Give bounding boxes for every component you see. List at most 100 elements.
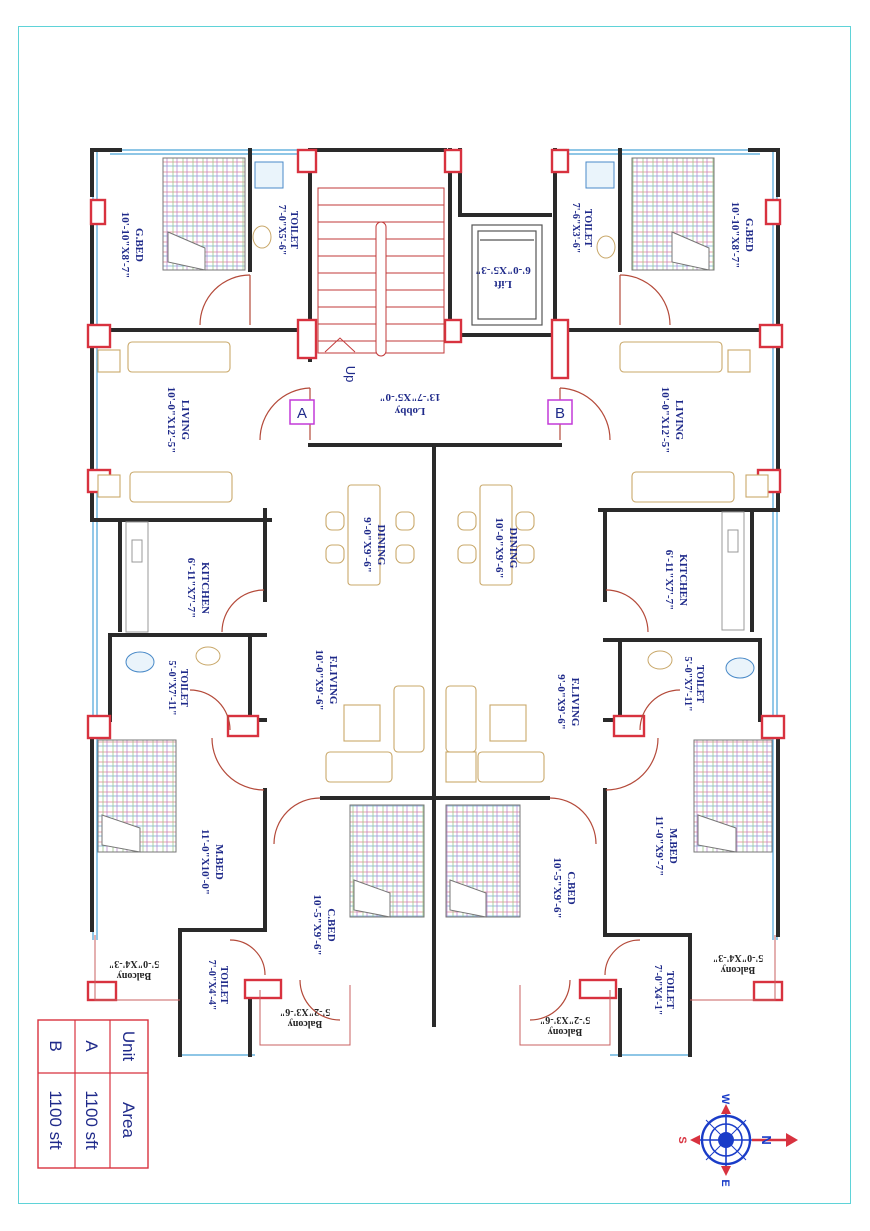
legend-row-a-unit: A — [82, 1040, 101, 1052]
svg-text:5'-2"X3'-6": 5'-2"X3'-6" — [280, 1006, 331, 1017]
svg-text:10'-0"X9'-6": 10'-0"X9'-6" — [313, 649, 325, 710]
label-toilet-mid-left: TOILET 5'-0"X7'-11" — [166, 661, 189, 716]
svg-text:DINING: DINING — [507, 528, 519, 569]
room-labels: G.BED 10'-10"X8'-7" TOILET 7'-0"X5'-6" L… — [109, 202, 764, 1037]
label-m-bed-right: M.BED 11'-0"X9'-7" — [653, 816, 679, 877]
svg-text:Balcony: Balcony — [721, 964, 755, 975]
label-living-right: LIVING 10'-0"X12'-5" — [659, 387, 685, 454]
svg-text:5'-2"X3'-6": 5'-2"X3'-6" — [540, 1014, 591, 1025]
staircase — [317, 187, 445, 357]
svg-text:6'-11"X7'-7": 6'-11"X7'-7" — [663, 550, 675, 611]
label-balcony-small-right: Balcony 5'-2"X3'-6" — [540, 1014, 591, 1037]
svg-text:TOILET: TOILET — [582, 209, 593, 247]
svg-text:9'-0"X9'-6": 9'-0"X9'-6" — [555, 674, 567, 730]
svg-text:11'-0"X10'-0": 11'-0"X10'-0" — [199, 829, 211, 895]
svg-text:A: A — [297, 405, 307, 422]
label-c-bed-right: C.BED 10'-5"X9'-6" — [551, 857, 577, 918]
svg-text:7'-0"X4'-4": 7'-0"X4'-4" — [206, 960, 217, 1011]
svg-text:10'-5"X9'-6": 10'-5"X9'-6" — [311, 894, 323, 955]
svg-text:6'-11"X7'-7": 6'-11"X7'-7" — [185, 558, 197, 619]
compass-n: N — [759, 1135, 774, 1144]
area-legend-table: Unit Area A 1100 sft B 1100 sft — [37, 1019, 149, 1169]
svg-text:Balcony: Balcony — [117, 970, 151, 981]
svg-text:DINING: DINING — [375, 525, 387, 566]
svg-text:Lobby: Lobby — [394, 405, 425, 417]
svg-text:B: B — [555, 405, 565, 422]
svg-text:TOILET: TOILET — [218, 966, 229, 1004]
label-toilet-bottom-right: TOILET 7'-0"X4'-1" — [652, 965, 675, 1016]
label-g-bed-right: G.BED 10'-10"X8'-7" — [729, 202, 755, 269]
unit-marker-a: A — [289, 399, 315, 425]
svg-text:7'-0"X4'-1": 7'-0"X4'-1" — [652, 965, 663, 1016]
svg-text:10'-0"X12'-5": 10'-0"X12'-5" — [659, 387, 671, 454]
balcony-rails — [94, 935, 776, 1046]
label-kitchen-right: KITCHEN 6'-11"X7'-7" — [663, 550, 689, 611]
walls — [90, 148, 780, 1057]
svg-text:10'-0"X9'-6": 10'-0"X9'-6" — [493, 517, 505, 578]
svg-text:13'-7"X5'-0": 13'-7"X5'-0" — [379, 391, 440, 403]
svg-text:10'-10"X8'-7": 10'-10"X8'-7" — [119, 212, 131, 279]
svg-text:TOILET: TOILET — [288, 211, 299, 249]
svg-text:10'-5"X9'-6": 10'-5"X9'-6" — [551, 857, 563, 918]
compass-e: E — [719, 1179, 731, 1186]
legend-header-area: Area — [119, 1102, 138, 1138]
dining-tables — [325, 484, 535, 586]
svg-text:M.BED: M.BED — [667, 828, 679, 864]
svg-text:5'-0"X4'-3": 5'-0"X4'-3" — [109, 958, 160, 969]
unit-marker-b: B — [547, 399, 573, 425]
legend-row-b-unit: B — [46, 1040, 65, 1051]
label-lift: Lift 6'-0"X5'-3" — [475, 264, 531, 290]
svg-text:G.BED: G.BED — [743, 218, 755, 252]
svg-text:Lift: Lift — [494, 278, 512, 290]
svg-text:M.BED: M.BED — [213, 844, 225, 880]
beds — [97, 157, 773, 918]
label-c-bed-left: C.BED 10'-5"X9'-6" — [311, 894, 337, 955]
label-toilet-bottom-left: TOILET 7'-0"X4'-4" — [206, 960, 229, 1011]
drawing-border — [18, 26, 851, 1204]
svg-text:5'-0"X7'-11": 5'-0"X7'-11" — [166, 661, 177, 716]
svg-text:5'-0"X7'-11": 5'-0"X7'-11" — [682, 657, 693, 712]
svg-text:C.BED: C.BED — [565, 871, 577, 904]
label-lobby: Lobby 13'-7"X5'-0" — [379, 391, 440, 417]
compass-rose-icon: W E S N — [676, 1094, 798, 1187]
compass-w: W — [719, 1094, 731, 1105]
svg-text:C.BED: C.BED — [325, 908, 337, 941]
svg-text:F.LIVING: F.LIVING — [327, 656, 339, 705]
label-dining-right: DINING 10'-0"X9'-6" — [493, 517, 519, 578]
legend-row-b-area: 1100 sft — [46, 1090, 65, 1150]
svg-text:LIVING: LIVING — [179, 400, 191, 441]
toilet-fixtures — [125, 161, 755, 679]
svg-text:11'-0"X9'-7": 11'-0"X9'-7" — [653, 816, 665, 877]
svg-text:5'-0"X4'-3": 5'-0"X4'-3" — [713, 952, 764, 963]
svg-text:KITCHEN: KITCHEN — [199, 562, 211, 614]
label-living-left: LIVING 10'-0"X12'-5" — [165, 387, 191, 454]
svg-text:6'-0"X5'-3": 6'-0"X5'-3" — [475, 264, 531, 276]
sofas — [97, 341, 769, 783]
svg-text:10'-0"X12'-5": 10'-0"X12'-5" — [165, 387, 177, 454]
label-g-bed-left: G.BED 10'-10"X8'-7" — [119, 212, 145, 279]
svg-text:Up: Up — [343, 366, 358, 383]
label-balcony-right: Balcony 5'-0"X4'-3" — [713, 952, 764, 975]
kitchen-counters — [125, 511, 745, 633]
legend-row-a-area: 1100 sft — [82, 1090, 101, 1150]
legend-header-unit: Unit — [119, 1031, 138, 1062]
lift-car — [471, 224, 543, 326]
label-toilet-top-left: TOILET 7'-0"X5'-6" — [276, 205, 299, 256]
label-toilet-top-right: TOILET 7'-6"X3'-6" — [570, 203, 593, 254]
label-toilet-mid-right: TOILET 5'-0"X7'-11" — [682, 657, 705, 712]
label-dining-left: DINING 9'-0"X9'-6" — [361, 517, 387, 573]
svg-text:Balcony: Balcony — [548, 1026, 582, 1037]
basins — [195, 225, 673, 670]
svg-text:F.LIVING: F.LIVING — [569, 678, 581, 727]
label-f-living-right: F.LIVING 9'-0"X9'-6" — [555, 674, 581, 730]
svg-text:Balcony: Balcony — [288, 1018, 322, 1029]
svg-text:9'-0"X9'-6": 9'-0"X9'-6" — [361, 517, 373, 573]
svg-text:G.BED: G.BED — [133, 228, 145, 262]
svg-text:TOILET: TOILET — [694, 665, 705, 703]
label-m-bed-left: M.BED 11'-0"X10'-0" — [199, 829, 225, 895]
svg-text:7'-6"X3'-6": 7'-6"X3'-6" — [570, 203, 581, 254]
label-up: Up — [343, 366, 358, 383]
svg-text:TOILET: TOILET — [664, 971, 675, 1009]
